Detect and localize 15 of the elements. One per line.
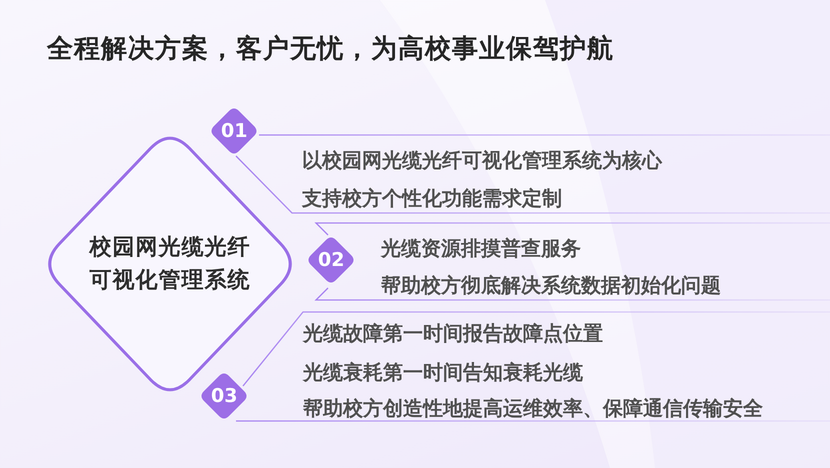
- feature-text: 光缆故障第一时间报告故障点位置: [303, 321, 603, 345]
- step-number: 02: [318, 248, 344, 272]
- step-number: 03: [211, 384, 238, 408]
- step-number: 01: [221, 120, 248, 142]
- slide-title: 全程解决方案，客户无忧，为高校事业保驾护航: [47, 34, 614, 66]
- feature-text: 以校园网光缆光纤可视化管理系统为核心: [302, 148, 662, 172]
- feature-text: 帮助校方彻底解决系统数据初始化问题: [381, 273, 721, 297]
- feature-text: 帮助校方创造性地提高运维效率、保障通信传输安全: [303, 396, 763, 420]
- number-diamond: [209, 106, 259, 156]
- number-diamond: [306, 235, 356, 285]
- number-diamond: [199, 371, 249, 421]
- feature-text: 光缆资源排摸普查服务: [381, 236, 581, 260]
- system-name: 校园网光缆光纤可视化管理系统: [88, 234, 252, 295]
- feature-text: 支持校方个性化功能需求定制: [302, 186, 562, 210]
- feature-text: 光缆衰耗第一时间告知衰耗光缆: [303, 360, 583, 384]
